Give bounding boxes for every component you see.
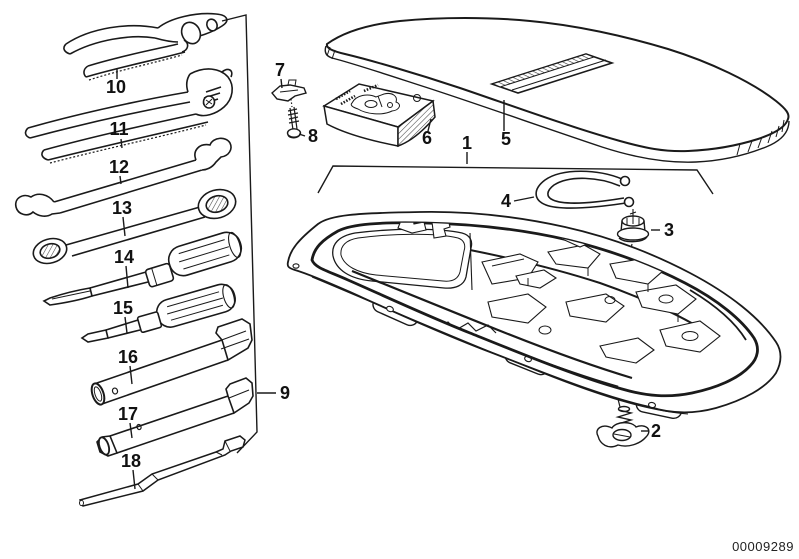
screw-drawing (286, 106, 302, 139)
callout-14-leader (125, 265, 129, 289)
clip-screw-axis-line (290, 98, 293, 108)
callout-3[interactable]: 3 (664, 220, 674, 240)
drawing-number: 00009289 (732, 539, 794, 554)
callout-12-leader (119, 175, 122, 185)
wing-fastener-drawing (596, 405, 650, 448)
callout-15[interactable]: 15 (113, 298, 133, 318)
u-clip-drawing (535, 170, 635, 209)
callout-11-leader (120, 138, 123, 149)
callout-8[interactable]: 8 (308, 126, 318, 146)
tool-group-bracket (221, 14, 276, 454)
callout-18-leader (132, 469, 136, 490)
callout-8-leader (298, 133, 306, 137)
bulb-box-top-detail (335, 83, 421, 115)
callout-9[interactable]: 9 (280, 383, 290, 403)
screwdriver-small-drawing (80, 283, 236, 343)
cover-handle-slot (489, 53, 615, 94)
drift-punch-drawing (78, 435, 246, 507)
lock-nut-drawing (616, 209, 650, 243)
callout-12[interactable]: 12 (109, 157, 129, 177)
callout-16-leader (129, 365, 133, 385)
tray-assembly-bracket (317, 165, 714, 195)
water-pump-pliers-drawing (24, 68, 233, 164)
callout-2[interactable]: 2 (651, 421, 661, 441)
spark-plug-tube-wrench-drawing (90, 318, 253, 406)
callout-4-leader (513, 196, 535, 202)
flat-screwdriver-large-drawing (42, 231, 243, 306)
bulb-box-drawing (322, 83, 436, 148)
callout-13[interactable]: 13 (112, 198, 132, 218)
callout-7[interactable]: 7 (275, 60, 285, 80)
box-wrench-drawing (32, 188, 237, 265)
combination-pliers-drawing (63, 12, 228, 81)
tray-flange-holes (292, 263, 657, 409)
tool-box-cover-drawing (324, 17, 790, 163)
cover-edge-hatching (326, 46, 785, 156)
tool-tray-drawing (286, 210, 782, 420)
callout-6-leader (427, 118, 432, 132)
callout-15-leader (124, 316, 128, 334)
callout-leader-lines (116, 68, 660, 490)
speed-nut-clip-drawing (271, 79, 307, 102)
callout-10[interactable]: 10 (106, 77, 126, 97)
callout-13-leader (122, 216, 126, 237)
callout-6[interactable]: 6 (422, 128, 432, 148)
callout-5[interactable]: 5 (501, 129, 511, 149)
callout-11[interactable]: 11 (109, 119, 128, 139)
callout-14[interactable]: 14 (114, 247, 134, 267)
open-end-wrench-drawing (14, 137, 232, 217)
callout-17-leader (129, 422, 133, 439)
callout-4[interactable]: 4 (501, 191, 511, 211)
tube-socket-wrench-drawing (96, 377, 254, 457)
callout-18[interactable]: 18 (121, 451, 141, 471)
callout-16[interactable]: 16 (118, 347, 138, 367)
callout-17[interactable]: 17 (118, 404, 138, 424)
callout-7-leader (280, 78, 283, 89)
callout-1[interactable]: 1 (462, 133, 472, 153)
